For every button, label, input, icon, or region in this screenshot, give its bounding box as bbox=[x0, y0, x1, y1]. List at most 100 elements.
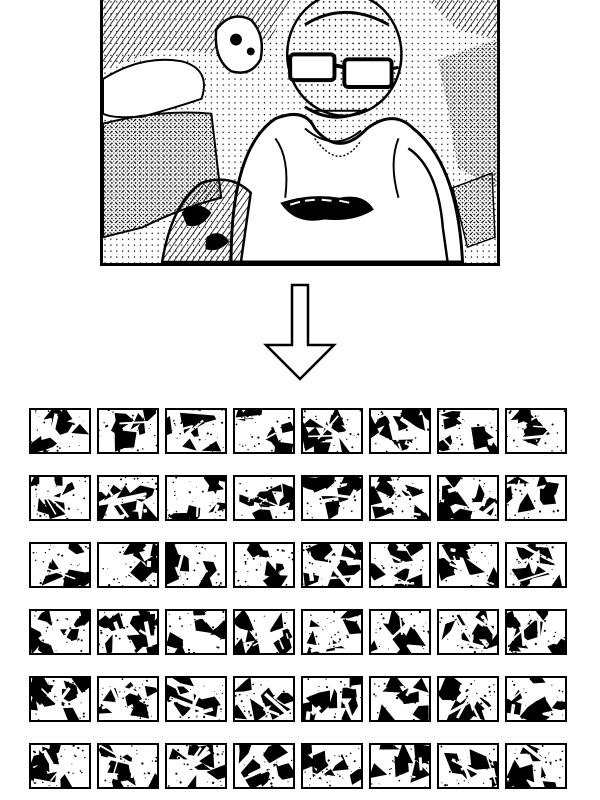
image-patch-texture bbox=[167, 611, 225, 653]
image-patch-texture bbox=[303, 745, 361, 787]
image-patch-texture bbox=[99, 611, 157, 653]
image-patch-texture bbox=[31, 477, 89, 519]
patch-row bbox=[29, 676, 572, 724]
image-patch-texture bbox=[507, 477, 565, 519]
image-patch bbox=[233, 676, 295, 722]
image-patch bbox=[165, 743, 227, 789]
image-patch-texture bbox=[507, 611, 565, 653]
image-patch bbox=[301, 408, 363, 454]
image-patch-texture bbox=[235, 745, 293, 787]
image-patch bbox=[233, 475, 295, 521]
image-patch-texture bbox=[371, 477, 429, 519]
image-patch bbox=[505, 475, 567, 521]
image-patch-texture bbox=[439, 745, 497, 787]
image-patch-texture bbox=[235, 611, 293, 653]
image-patch-texture bbox=[507, 544, 565, 586]
image-patch bbox=[97, 676, 159, 722]
image-patch bbox=[369, 676, 431, 722]
image-patch bbox=[369, 609, 431, 655]
image-patch bbox=[505, 542, 567, 588]
down-arrow-shape bbox=[262, 283, 338, 381]
image-patch-texture bbox=[439, 678, 497, 720]
image-patch bbox=[437, 676, 499, 722]
image-patch bbox=[301, 609, 363, 655]
patch-grid bbox=[29, 408, 572, 800]
image-patch-texture bbox=[31, 678, 89, 720]
image-patch bbox=[165, 475, 227, 521]
image-patch bbox=[29, 609, 91, 655]
image-patch bbox=[437, 609, 499, 655]
image-patch-texture bbox=[507, 410, 565, 452]
image-patch bbox=[369, 542, 431, 588]
image-patch-texture bbox=[439, 477, 497, 519]
image-patch-texture bbox=[167, 410, 225, 452]
image-patch-texture bbox=[439, 544, 497, 586]
image-patch bbox=[165, 542, 227, 588]
image-patch bbox=[97, 475, 159, 521]
image-patch bbox=[437, 542, 499, 588]
image-patch bbox=[233, 408, 295, 454]
image-patch-texture bbox=[371, 410, 429, 452]
image-patch-texture bbox=[439, 410, 497, 452]
image-patch bbox=[233, 743, 295, 789]
image-patch-texture bbox=[507, 678, 565, 720]
image-patch-texture bbox=[167, 544, 225, 586]
image-patch-texture bbox=[99, 544, 157, 586]
image-patch bbox=[369, 743, 431, 789]
image-patch bbox=[369, 408, 431, 454]
image-patch bbox=[29, 475, 91, 521]
image-patch-texture bbox=[371, 544, 429, 586]
image-patch bbox=[29, 676, 91, 722]
image-patch-texture bbox=[371, 678, 429, 720]
image-patch bbox=[505, 609, 567, 655]
image-patch bbox=[165, 609, 227, 655]
image-patch-texture bbox=[303, 544, 361, 586]
image-patch-texture bbox=[31, 410, 89, 452]
image-patch-texture bbox=[31, 745, 89, 787]
source-photo-illustration bbox=[103, 0, 497, 263]
image-patch-texture bbox=[235, 678, 293, 720]
image-patch bbox=[505, 743, 567, 789]
image-patch bbox=[165, 676, 227, 722]
image-patch bbox=[437, 743, 499, 789]
image-patch bbox=[29, 408, 91, 454]
image-patch bbox=[437, 475, 499, 521]
image-patch bbox=[301, 676, 363, 722]
image-patch-texture bbox=[235, 410, 293, 452]
image-patch-texture bbox=[167, 477, 225, 519]
image-patch-texture bbox=[371, 611, 429, 653]
image-patch-texture bbox=[235, 477, 293, 519]
image-patch bbox=[505, 408, 567, 454]
image-patch-texture bbox=[303, 477, 361, 519]
image-patch-texture bbox=[303, 410, 361, 452]
image-patch bbox=[97, 408, 159, 454]
image-patch-texture bbox=[99, 477, 157, 519]
patch-row bbox=[29, 609, 572, 657]
image-patch-texture bbox=[99, 678, 157, 720]
image-patch-texture bbox=[507, 745, 565, 787]
image-patch bbox=[29, 743, 91, 789]
image-patch-texture bbox=[167, 745, 225, 787]
image-patch-texture bbox=[303, 678, 361, 720]
patch-row bbox=[29, 408, 572, 456]
image-patch-texture bbox=[167, 678, 225, 720]
image-patch bbox=[301, 475, 363, 521]
image-patch bbox=[97, 542, 159, 588]
image-patch bbox=[233, 542, 295, 588]
image-patch bbox=[369, 475, 431, 521]
source-photo bbox=[100, 0, 500, 266]
image-patch-texture bbox=[31, 544, 89, 586]
image-patch-texture bbox=[439, 611, 497, 653]
down-arrow-icon bbox=[262, 283, 338, 383]
image-patch-texture bbox=[99, 410, 157, 452]
image-patch-texture bbox=[99, 745, 157, 787]
image-patch bbox=[505, 676, 567, 722]
image-patch bbox=[301, 743, 363, 789]
image-patch-texture bbox=[371, 745, 429, 787]
patch-row bbox=[29, 475, 572, 523]
patch-row bbox=[29, 743, 572, 791]
image-patch bbox=[233, 609, 295, 655]
image-patch bbox=[97, 743, 159, 789]
image-patch-texture bbox=[235, 544, 293, 586]
image-patch bbox=[97, 609, 159, 655]
